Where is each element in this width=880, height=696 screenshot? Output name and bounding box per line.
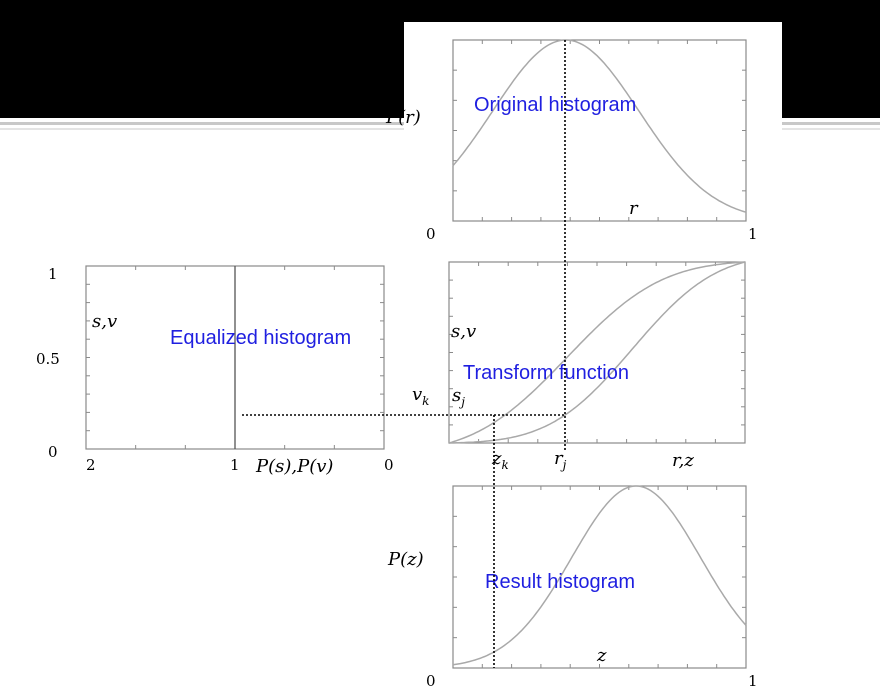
equalized-x-tick-2: 2 — [86, 456, 96, 474]
equalized-x-tick-1: 1 — [230, 456, 240, 474]
r-j-label: rj — [554, 448, 567, 472]
mapping-guides — [242, 40, 566, 668]
original-histogram-caption: Original histogram — [474, 94, 636, 116]
r-j-subscript: j — [560, 458, 567, 472]
original-x-axis-label: r — [629, 198, 639, 219]
result-histogram-panel: P(z) Result histogram z 0 1 — [387, 485, 758, 690]
original-histogram-panel: Original histogram P(r) r 0 1 — [385, 39, 758, 243]
z-k-symbol: z — [491, 448, 502, 469]
v-k-symbol: v — [412, 384, 422, 405]
result-axis-ticks — [453, 486, 746, 668]
s-j-subscript: j — [458, 395, 465, 409]
transform-axis-ticks — [449, 262, 745, 443]
z-k-subscript: k — [501, 458, 508, 472]
z-k-label: zk — [491, 448, 509, 472]
original-panel-background — [404, 22, 782, 268]
original-histogram-curve — [452, 39, 747, 213]
result-x-max-label: 1 — [748, 672, 758, 690]
result-histogram-caption: Result histogram — [485, 571, 635, 593]
transform-function-caption: Transform function — [463, 362, 629, 384]
original-x-min-label: 0 — [426, 225, 436, 243]
equalized-y-tick-1: 1 — [48, 265, 58, 283]
equalized-x-axis-label: P(s),P(v) — [255, 456, 333, 477]
result-y-axis-label: P(z) — [387, 549, 424, 570]
original-x-max-label: 1 — [748, 225, 758, 243]
v-k-subscript: k — [422, 394, 429, 408]
equalized-y-axis-label: s,v — [92, 311, 117, 332]
transform-function-panel: s,v Transform function vk sj zk rj r,z — [412, 261, 746, 472]
lower-panels-background — [404, 248, 782, 696]
s-j-label: sj — [452, 385, 465, 409]
result-x-min-label: 0 — [426, 672, 436, 690]
original-y-axis-label: P(r) — [385, 107, 421, 128]
equalized-panel-background — [36, 246, 404, 486]
v-k-label: vk — [412, 384, 429, 408]
transform-cdf-curve-original — [448, 261, 746, 444]
equalized-histogram-caption: Equalized histogram — [170, 327, 351, 349]
equalized-x-tick-0: 0 — [384, 456, 394, 474]
equalized-y-tick-0: 0 — [48, 443, 58, 461]
transform-y-axis-label: s,v — [451, 321, 476, 342]
transform-cdf-curve-result — [448, 261, 746, 444]
s-j-symbol: s — [452, 385, 461, 406]
result-x-axis-label: z — [596, 645, 607, 666]
r-j-symbol: r — [554, 448, 564, 469]
transform-x-axis-label: r,z — [672, 450, 694, 471]
original-axis-ticks — [453, 40, 746, 221]
equalized-histogram-panel: s,v Equalized histogram 1 0.5 0 2 1 0 P(… — [36, 265, 394, 477]
result-histogram-curve — [452, 485, 747, 666]
equalized-y-tick-0-5: 0.5 — [36, 350, 60, 368]
